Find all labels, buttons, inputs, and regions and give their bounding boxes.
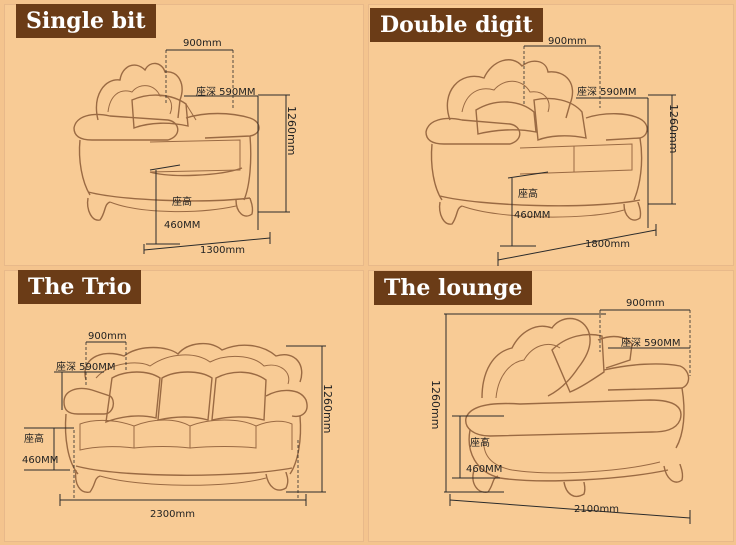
single-length-label: 1300mm (200, 245, 245, 256)
trio-length-label: 2300mm (150, 509, 195, 520)
panel-lounge (368, 270, 734, 542)
double-height-label: 1260mm (667, 104, 680, 153)
lounge-dimensions (444, 309, 691, 524)
double-seat-height-label: 座高 (518, 187, 538, 200)
double-length-label: 1800mm (585, 239, 630, 250)
single-seat-height-value: 460MM (164, 220, 200, 231)
trio-seat-height-label: 座高 (24, 432, 44, 445)
double-seat-height-value: 460MM (514, 210, 550, 221)
panel-single (4, 4, 364, 266)
lounge-seat-height-value: 460MM (466, 464, 502, 475)
lounge-length-label: 2100mm (574, 504, 619, 515)
lounge-sofa-drawing (465, 317, 690, 498)
title-single: Single bit (16, 4, 156, 38)
trio-width-label: 900mm (88, 331, 127, 342)
trio-seat-height-value: 460MM (22, 455, 58, 466)
lounge-depth-label: 座深 590MM (621, 336, 681, 349)
double-sofa-drawing (425, 59, 648, 225)
lounge-height-label: 1260mm (429, 380, 442, 429)
single-dimensions (143, 49, 290, 254)
double-width-label: 900mm (548, 36, 587, 47)
trio-depth-label: 座深 590MM (56, 360, 116, 373)
trio-dimensions (24, 341, 326, 506)
title-double: Double digit (370, 8, 543, 42)
single-seat-height-label: 座高 (172, 195, 192, 208)
title-lounge: The lounge (374, 271, 533, 305)
double-dimensions (497, 45, 676, 266)
single-sofa-drawing (73, 62, 260, 221)
trio-height-label: 1260mm (321, 384, 334, 433)
double-depth-label: 座深 590MM (577, 85, 637, 98)
lounge-width-label: 900mm (626, 298, 665, 309)
title-trio: The Trio (18, 270, 142, 304)
single-width-label: 900mm (183, 38, 222, 49)
lounge-seat-height-label: 座高 (470, 436, 490, 449)
panel-double (368, 4, 734, 266)
single-height-label: 1260mm (285, 106, 298, 155)
single-depth-label: 座深 590MM (196, 85, 256, 98)
trio-sofa-drawing (63, 343, 308, 493)
